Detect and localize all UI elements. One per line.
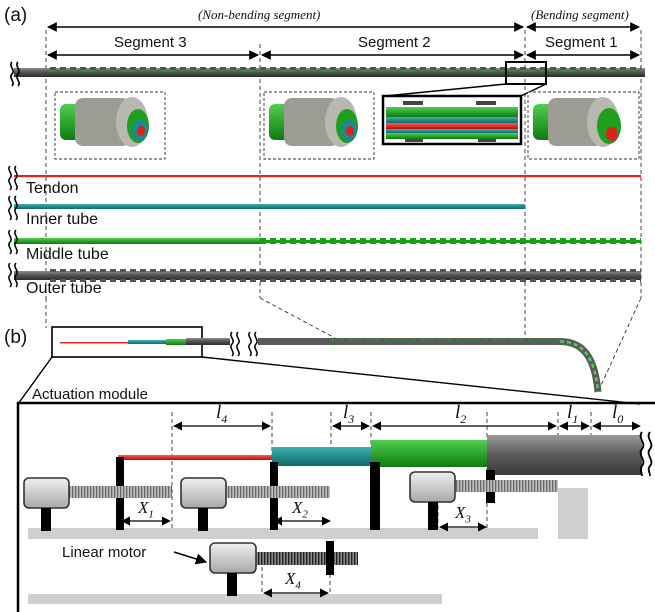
- outer-tube-label: Outer tube: [26, 280, 102, 297]
- outer-tube-bar: [14, 269, 641, 282]
- connector-lines: [45, 297, 642, 393]
- assembled-tube-notches: [46, 67, 641, 70]
- actuation-module-frame: [16, 401, 655, 612]
- inner-tube-bar: [14, 204, 525, 209]
- inner-tube-label: Inner tube: [26, 211, 99, 228]
- tendon-segment: [118, 455, 273, 460]
- x2-symbol: X2: [292, 498, 308, 521]
- segment2-label: Segment 2: [358, 34, 431, 51]
- overview-inner-tube: [128, 340, 166, 344]
- middle-tube-label: Middle tube: [26, 246, 109, 263]
- zoom-leader-left: [384, 83, 507, 97]
- overview-middle-tube: [166, 339, 186, 345]
- break-mark-icon: [10, 61, 20, 87]
- module-break-icon: [639, 431, 653, 477]
- tendon-line: [14, 175, 641, 178]
- linear-motor-3: [409, 471, 558, 530]
- outer-tube-segment: [487, 435, 642, 475]
- panel-a-label: (a): [4, 5, 28, 26]
- linear-motor-pointer: [173, 551, 208, 565]
- panel-b: [16, 326, 655, 612]
- inner-tube-segment: [272, 447, 371, 466]
- middle-clamp-post: [370, 462, 380, 530]
- render-inset-segment3: [54, 91, 166, 160]
- overview-outer-tube: [186, 338, 230, 345]
- segment3-label: Segment 3: [114, 34, 187, 51]
- overview-bending-tip: [559, 340, 600, 393]
- l1-symbol: l1: [567, 402, 579, 426]
- non-bending-segment-label: (Non-bending segment): [198, 7, 321, 22]
- render-inset-segment1: [527, 91, 640, 160]
- linear-motor-1: [23, 477, 172, 531]
- zoom-leader-right: [520, 83, 547, 97]
- panel-a: [8, 22, 645, 345]
- displacement-arrows: [121, 516, 487, 598]
- render-inset-segment2: [263, 91, 375, 160]
- x4-symbol: X4: [285, 569, 301, 592]
- x1-symbol: X1: [138, 498, 154, 521]
- module-zoom-left: [17, 356, 53, 405]
- overview-tendon: [60, 342, 128, 344]
- segment1-label: Segment 1: [545, 34, 618, 51]
- base-plate-lower: [28, 594, 442, 604]
- assembled-tube: [14, 68, 645, 77]
- module-zoom-right: [201, 356, 641, 405]
- panel-b-label: (b): [4, 327, 28, 348]
- base-plate-riser: [558, 488, 588, 539]
- l0-symbol: l0: [612, 402, 624, 426]
- x3-symbol: X3: [455, 503, 471, 526]
- l2-symbol: l2: [455, 402, 467, 426]
- break-marks-components: [8, 165, 18, 288]
- linear-motor-label: Linear motor: [62, 544, 147, 561]
- linear-motor-4: [209, 541, 358, 596]
- bending-segment-label: (Bending segment): [531, 7, 629, 22]
- middle-tube-segment: [371, 440, 487, 467]
- zoom-box: [505, 61, 547, 85]
- overview-break-icon: [230, 331, 258, 357]
- l3-symbol: l3: [343, 402, 355, 426]
- actuation-module-label: Actuation module: [32, 386, 148, 403]
- overview-body-tube: [258, 338, 602, 393]
- l4-symbol: l4: [216, 402, 228, 426]
- zoom-inset: [381, 94, 523, 146]
- linear-motor-2: [180, 477, 330, 531]
- base-plate-upper: [28, 528, 538, 539]
- tendon-label: Tendon: [26, 180, 79, 197]
- middle-tube-bar: [14, 238, 641, 244]
- assembled-tube-green-notches: [46, 70, 641, 72]
